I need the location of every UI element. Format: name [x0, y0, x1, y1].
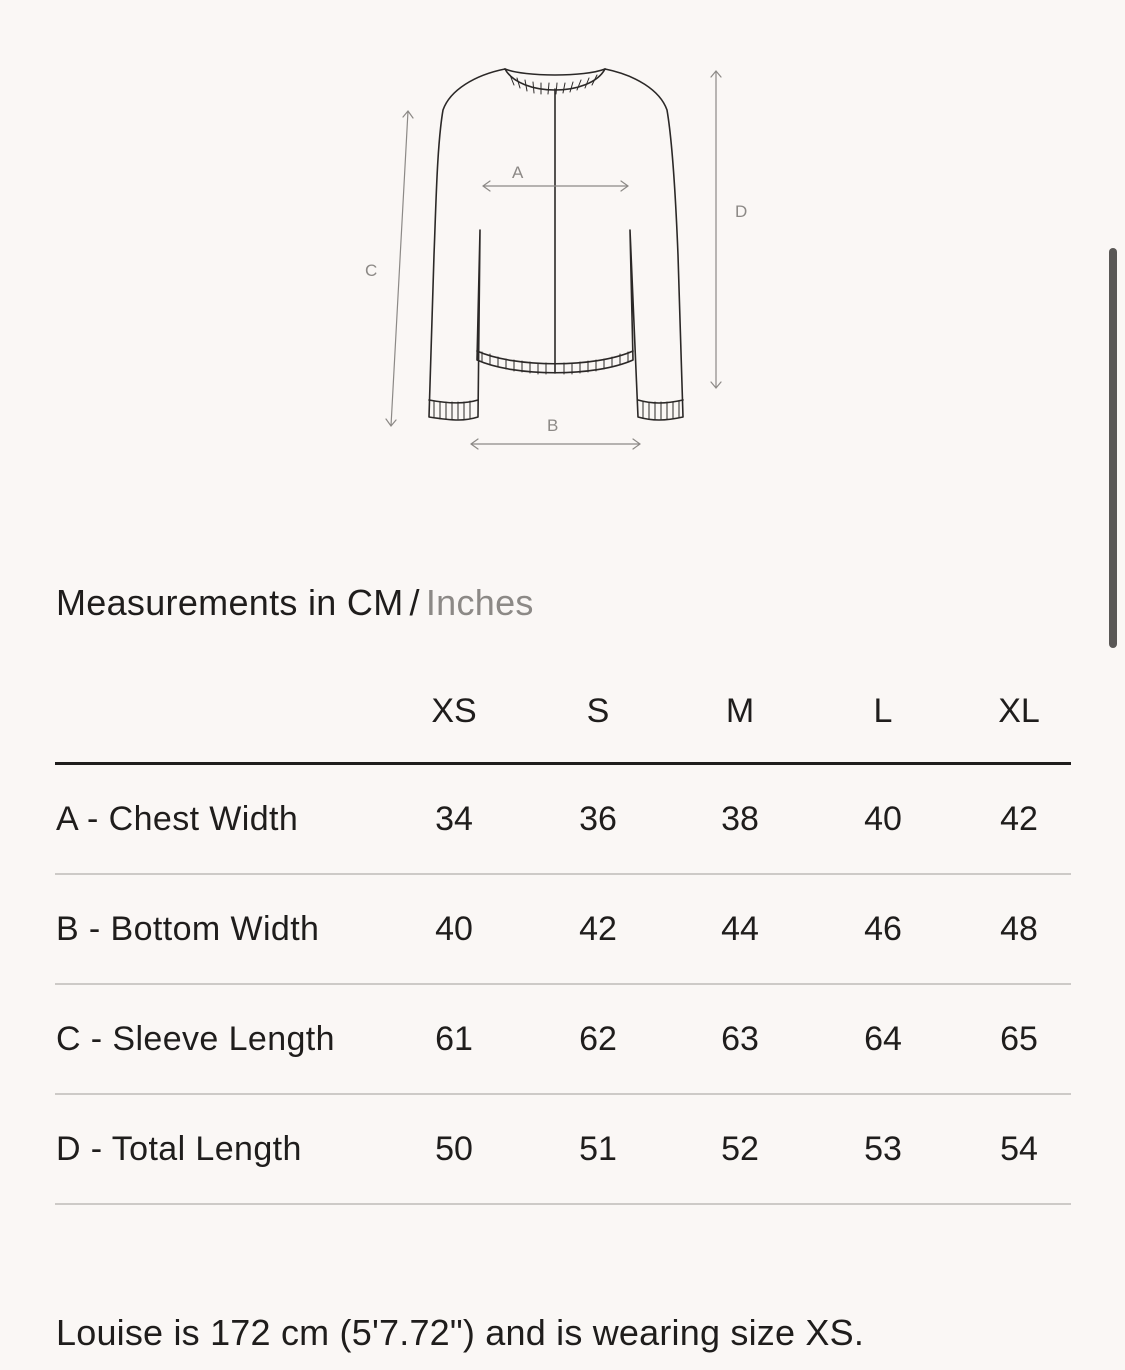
table-cell: 36 [579, 799, 617, 838]
row-label: D - Total Length [56, 1129, 302, 1168]
table-cell: 63 [721, 1019, 759, 1058]
row-label: C - Sleeve Length [56, 1019, 335, 1058]
label-c: C [365, 261, 377, 280]
label-a: A [512, 163, 524, 182]
measurement-units: Measurements in CM/Inches [56, 582, 534, 624]
table-row: D - Total Length 50 51 52 53 54 [55, 1095, 1071, 1205]
table-row: A - Chest Width 34 36 38 40 42 [55, 765, 1071, 875]
table-cell: 50 [435, 1129, 473, 1168]
label-b: B [547, 416, 558, 435]
table-cell: 46 [864, 909, 902, 948]
size-header: S [586, 691, 610, 730]
size-table: XS S M L XL A - Chest Width 34 36 38 40 … [55, 660, 1071, 1205]
table-cell: 44 [721, 909, 759, 948]
table-cell: 53 [864, 1129, 902, 1168]
table-row: C - Sleeve Length 61 62 63 64 65 [55, 985, 1071, 1095]
label-d: D [735, 202, 747, 221]
table-cell: 54 [1000, 1129, 1038, 1168]
size-header-row: XS S M L XL [55, 660, 1071, 765]
table-cell: 40 [435, 909, 473, 948]
units-inches-toggle[interactable]: Inches [425, 582, 534, 623]
size-header: L [873, 691, 893, 730]
table-cell: 38 [721, 799, 759, 838]
table-cell: 42 [1000, 799, 1038, 838]
row-label: A - Chest Width [56, 799, 299, 838]
size-header: M [725, 691, 755, 730]
table-cell: 42 [579, 909, 617, 948]
table-cell: 48 [1000, 909, 1038, 948]
sweater-outline [428, 68, 684, 421]
row-label: B - Bottom Width [56, 909, 320, 948]
table-cell: 65 [1000, 1019, 1038, 1058]
table-cell: 40 [864, 799, 902, 838]
table-cell: 64 [864, 1019, 902, 1058]
size-header: XL [998, 691, 1040, 730]
scrollbar-thumb[interactable] [1109, 248, 1117, 648]
table-cell: 51 [579, 1129, 617, 1168]
table-cell: 61 [435, 1019, 473, 1058]
table-cell: 52 [721, 1129, 759, 1168]
table-cell: 62 [579, 1019, 617, 1058]
model-size-note: Louise is 172 cm (5'7.72") and is wearin… [56, 1312, 865, 1353]
size-header: XS [431, 691, 477, 730]
units-separator: / [409, 582, 420, 623]
garment-diagram: A B C D [340, 55, 760, 475]
table-cell: 34 [435, 799, 473, 838]
units-cm-label: Measurements in CM [56, 582, 404, 623]
table-row: B - Bottom Width 40 42 44 46 48 [55, 875, 1071, 985]
